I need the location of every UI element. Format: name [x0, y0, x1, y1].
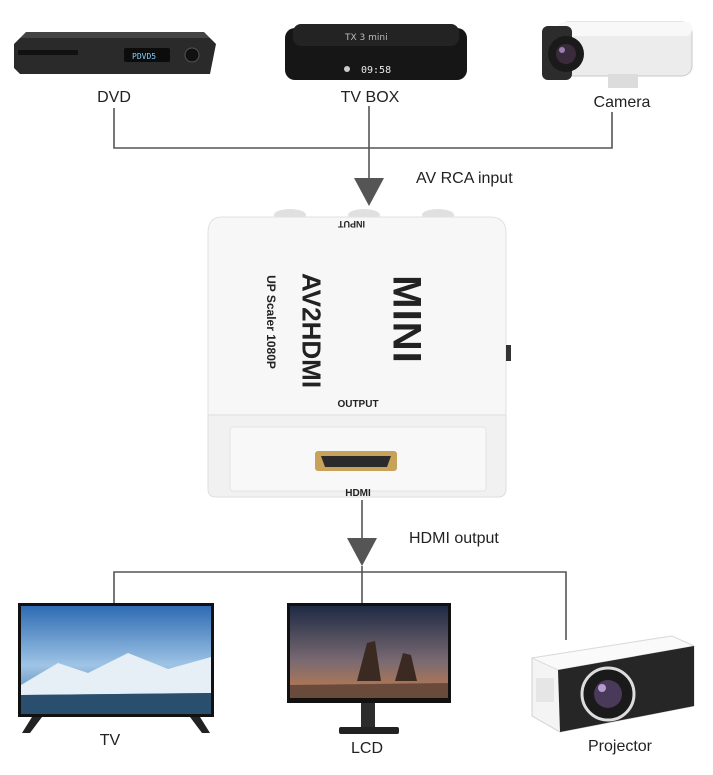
- converter-mini-text: MINI: [384, 275, 429, 364]
- av2hdmi-converter: INPUT AV2HDMI UP Scaler 1080P MINI OUTPU…: [200, 205, 516, 503]
- tv-icon: [18, 603, 214, 733]
- converter-input-text: INPUT: [338, 219, 365, 229]
- input-arrow: [354, 178, 384, 206]
- svg-text:PDVD5: PDVD5: [132, 52, 156, 61]
- svg-text:09:58: 09:58: [361, 65, 391, 76]
- converter-subtitle-text: UP Scaler 1080P: [264, 275, 278, 369]
- output-label-projector: Projector: [587, 738, 653, 755]
- projector: [522, 628, 698, 738]
- security-camera-icon: [542, 21, 693, 88]
- input-bus-line: [113, 108, 613, 149]
- output-bus-line: [113, 571, 567, 640]
- output-arrow: [347, 538, 377, 566]
- source-label-camera: Camera: [593, 94, 651, 111]
- lcd-monitor-icon: [287, 603, 451, 734]
- source-label-dvd: DVD: [97, 89, 131, 106]
- output-label-tv: TV: [99, 732, 121, 749]
- converter-brand-text: AV2HDMI: [296, 272, 327, 389]
- output-flow-label: HDMI output: [409, 530, 499, 547]
- converter-output-text: OUTPUT: [337, 399, 379, 410]
- tv-box-icon: TX 3 mini 09:58: [285, 24, 467, 80]
- tv-box: TX 3 mini 09:58: [283, 22, 469, 84]
- camera: [538, 16, 696, 92]
- svg-text:TX 3 mini: TX 3 mini: [344, 33, 388, 43]
- converter-hdmi-text: HDMI: [345, 488, 371, 499]
- tv: [18, 603, 214, 733]
- dvd-player-icon: PDVD5: [14, 32, 216, 74]
- dvd-player: PDVD5: [14, 28, 216, 80]
- source-label-tvbox: TV BOX: [340, 89, 400, 106]
- output-label-lcd: LCD: [350, 740, 383, 757]
- lcd-monitor: [287, 603, 451, 741]
- projector-icon: [530, 635, 696, 733]
- input-flow-label: AV RCA input: [416, 170, 513, 187]
